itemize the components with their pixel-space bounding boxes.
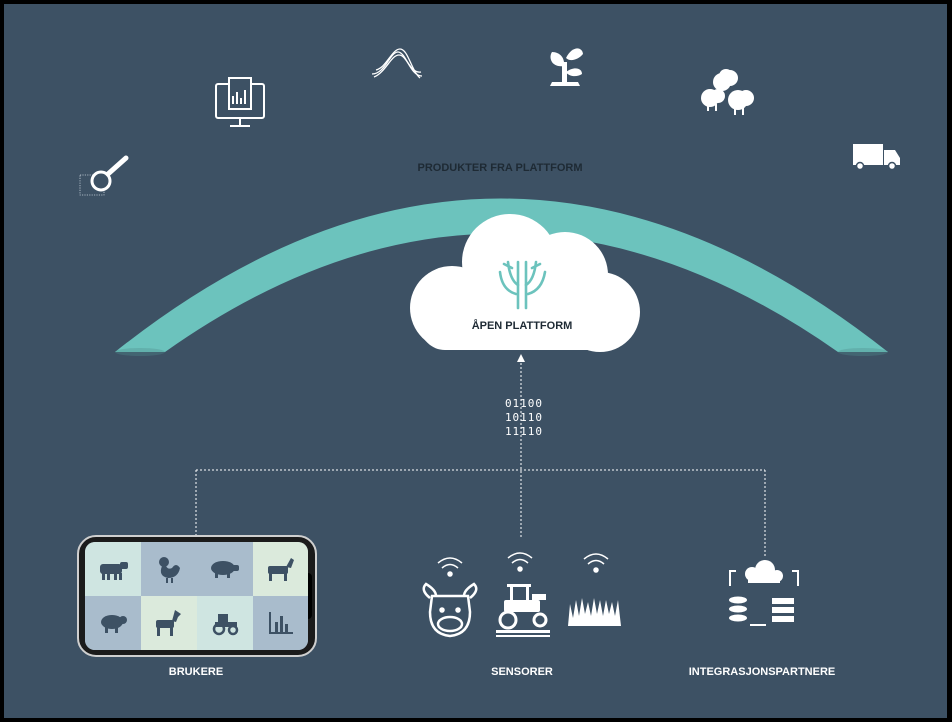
sensors-label: SENSORER [491, 666, 553, 678]
tractor-icon [212, 614, 239, 636]
phone-tile[interactable] [85, 596, 141, 650]
plant-icon [550, 48, 583, 86]
phone-screen [85, 542, 308, 650]
platform-cloud [410, 214, 640, 352]
sheep-icon [101, 615, 127, 633]
cloud-label: ÅPEN PLATTFORM [471, 320, 573, 332]
binary-data: 01100 10110 11110 [498, 397, 550, 439]
data-connectors [195, 360, 766, 556]
phone-tile[interactable] [197, 596, 253, 650]
goat-icon [267, 558, 294, 581]
horse-icon [156, 610, 181, 636]
binary-line: 01100 [504, 397, 544, 410]
phone-tile[interactable] [253, 596, 308, 650]
arc-label: PRODUKTER FRA PLATTFORM [417, 162, 583, 174]
data-search-icon [79, 155, 129, 196]
cow-face-icon [422, 582, 478, 638]
report-monitor-icon [215, 77, 265, 127]
rooster-icon [159, 557, 180, 583]
cow-icon [100, 562, 128, 580]
tree-logo-icon [498, 260, 547, 310]
users-label: BRUKERE [168, 666, 224, 678]
phone-tile[interactable] [141, 542, 197, 596]
wave-signal-icon [371, 48, 423, 79]
pig-icon [211, 561, 239, 578]
phone-tile[interactable] [141, 596, 197, 650]
integration-icon [729, 560, 799, 626]
binary-line: 10110 [504, 411, 544, 424]
truck-icon [853, 144, 900, 171]
phone-tile[interactable] [253, 542, 308, 596]
grass-icon [568, 598, 621, 626]
tractor-sensor-icon [496, 584, 550, 637]
upload-arrow-icon [517, 354, 525, 362]
products-arc [115, 198, 888, 352]
partners-label: INTEGRASJONSPARTNERE [688, 666, 836, 678]
phone-tile[interactable] [85, 542, 141, 596]
bar-chart-icon [268, 612, 293, 634]
phone-tile[interactable] [197, 542, 253, 596]
sheep-flock-icon [701, 69, 754, 115]
binary-line: 11110 [504, 425, 544, 438]
wifi-icon [437, 552, 609, 577]
